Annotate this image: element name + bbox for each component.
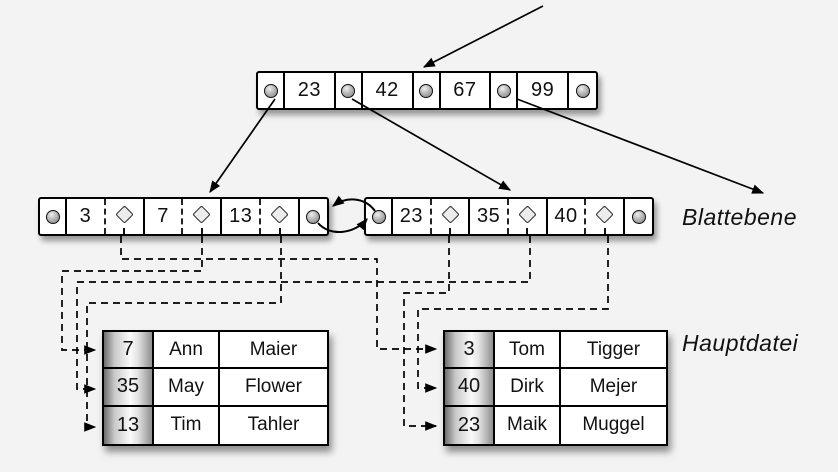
record-key: 23	[445, 406, 495, 444]
record-key: 7	[104, 332, 154, 368]
leaf-key-cell: 23	[393, 199, 432, 234]
record-diamond-icon	[595, 205, 614, 224]
leaf-key-cell: 13	[222, 199, 262, 234]
sibling-pointer-cell	[300, 199, 327, 234]
table-row: 40 Dirk Mejer	[445, 369, 666, 407]
record-firstname: Tim	[154, 406, 220, 444]
child-pointer-cell	[414, 73, 441, 108]
pointer-circle-icon	[496, 83, 511, 98]
pointer-circle-icon	[371, 209, 386, 224]
record-pointer-cell	[586, 199, 626, 234]
leaf-key-cell: 3	[67, 199, 106, 234]
record-key: 35	[104, 369, 154, 405]
record-key: 3	[445, 332, 495, 368]
record-lastname: Mejer	[561, 369, 666, 405]
record-firstname: May	[154, 369, 220, 405]
record-lastname: Maier	[220, 332, 327, 368]
record-pointer-cell	[106, 199, 145, 234]
diamond-stem	[200, 228, 203, 234]
record-lastname: Flower	[220, 369, 327, 405]
root-node: 23 42 67 99	[256, 71, 598, 110]
record-diamond-icon	[192, 205, 212, 224]
main-file-label: Hauptdatei	[682, 330, 799, 356]
root-entry-arrow	[422, 5, 544, 68]
pointer-circle-icon	[306, 209, 321, 224]
pointer-circle-icon	[419, 83, 433, 98]
diamond-stem	[526, 228, 529, 234]
record-pointer-cell	[183, 199, 223, 234]
table-row: 3 Tom Tigger	[445, 332, 666, 370]
record-diamond-icon	[270, 205, 289, 224]
diamond-stem	[603, 228, 606, 234]
table-row: 35 May Flower	[104, 369, 327, 407]
record-firstname: Maik	[495, 406, 561, 444]
sibling-pointer-cell	[40, 199, 67, 234]
sibling-pointer-cell	[625, 199, 652, 234]
pointer-circle-icon	[263, 83, 278, 98]
root-key-cell: 23	[285, 73, 336, 108]
record-diamond-icon	[518, 205, 537, 224]
root-key-cell: 67	[441, 73, 492, 108]
record-key: 13	[104, 406, 154, 444]
leaf-node-left: 3 7 13	[38, 197, 329, 236]
child-pointer-cell	[569, 73, 596, 108]
child-pointer-cell	[258, 73, 285, 108]
root-to-left-leaf-arrow	[209, 98, 276, 193]
root-to-right-leaf-arrow	[351, 98, 512, 191]
table-row: 13 Tim Tahler	[104, 406, 327, 444]
record-firstname: Ann	[154, 332, 220, 368]
record-firstname: Tom	[495, 332, 561, 368]
table-row: 23 Maik Muggel	[445, 406, 666, 444]
main-file-table-right: 3 Tom Tigger 40 Dirk Mejer 23 Maik Mugge…	[443, 330, 668, 446]
root-to-far-leaf-arrow	[516, 98, 765, 194]
leaf-level-label: Blattebene	[682, 204, 797, 230]
record-lastname: Tahler	[220, 406, 327, 444]
diamond-stem	[123, 228, 126, 234]
pointer-circle-icon	[341, 83, 356, 98]
child-pointer-cell	[336, 73, 363, 108]
record-lastname: Muggel	[561, 406, 666, 444]
table-row: 7 Ann Maier	[104, 332, 327, 370]
leaf-node-right: 23 35 40	[364, 197, 654, 236]
record-key: 40	[445, 369, 495, 405]
child-pointer-cell	[491, 73, 519, 108]
record-diamond-icon	[440, 205, 460, 224]
leaf-key-cell: 35	[470, 199, 510, 234]
pointer-circle-icon	[631, 209, 646, 224]
root-key-cell: 99	[518, 73, 569, 108]
record-pointer-cell	[432, 199, 471, 234]
record-diamond-icon	[115, 205, 134, 224]
record-lastname: Tigger	[561, 332, 666, 368]
record-pointer-cell	[509, 199, 548, 234]
record-firstname: Dirk	[495, 369, 561, 405]
diamond-stem	[278, 228, 281, 234]
record-pointer-cell	[261, 199, 300, 234]
pointer-circle-icon	[45, 209, 60, 224]
root-key-cell: 42	[363, 73, 414, 108]
leaf-key-cell: 7	[145, 199, 184, 234]
leaf-key-cell: 40	[548, 199, 587, 234]
sibling-pointer-cell	[366, 199, 393, 234]
pointer-circle-icon	[575, 83, 590, 98]
diamond-stem	[449, 228, 451, 234]
main-file-table-left: 7 Ann Maier 35 May Flower 13 Tim Tahler	[102, 330, 329, 446]
